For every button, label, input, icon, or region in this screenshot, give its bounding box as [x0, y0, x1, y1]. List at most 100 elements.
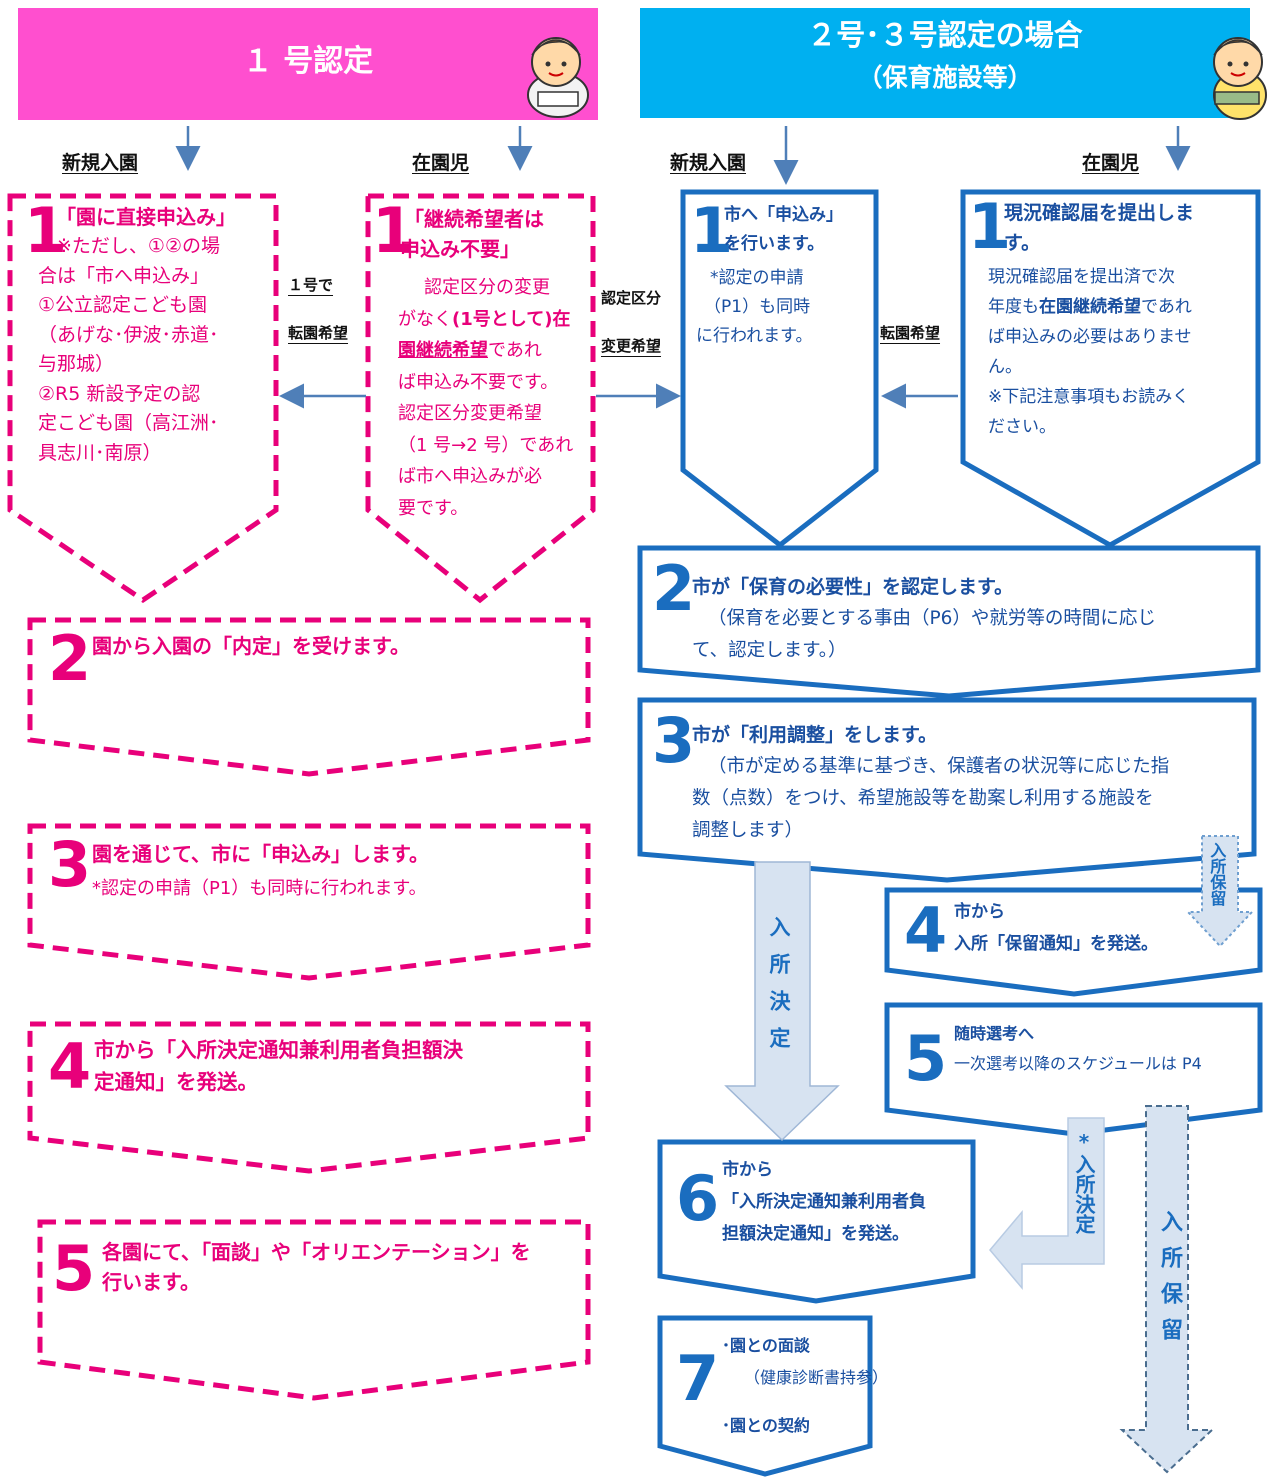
star-decided-arrow [989, 1117, 1105, 1291]
header-right-title: ２号･３号認定の場合 [807, 18, 1083, 52]
left-step1a-line2: 合は「市へ申込み」 [38, 264, 210, 287]
right-step1b-title1: 現況確認届を提出しま [1004, 202, 1195, 224]
connector3: 転園希望 [880, 324, 941, 342]
hold-small-arrow-label: 入所保留 [1207, 842, 1227, 906]
connector2-line1: 認定区分 [601, 289, 662, 307]
left-step4-title2: 定通知」を発送。 [94, 1070, 258, 1094]
header-left-title: １ 号認定 [242, 44, 374, 79]
hold-big-arrow [1119, 1105, 1215, 1474]
left-step1b-p3b: であれ [488, 340, 542, 361]
right-step1b-number: 1 [968, 190, 1012, 263]
left-step3-number: 3 [48, 828, 92, 901]
left-step4-title1: 市から「入所決定通知兼利用者負担額決 [94, 1038, 463, 1062]
left-step1b-p2b: (1号として)在 [452, 308, 571, 330]
left-step1b-p7: ば市へ申込みが必 [398, 466, 542, 487]
left-step1b-title1: 「継続希望者は [404, 207, 544, 231]
left-step5-number: 5 [52, 1232, 96, 1305]
right-step5-number: 5 [904, 1022, 948, 1095]
right-step3-l1: （市が定める基準に基づき、保護者の状況等に応じた指 [708, 756, 1170, 777]
left-step1a-line3: ①公立認定こども園 [38, 294, 208, 316]
left-step1b-p8: 要です。 [398, 497, 469, 519]
label-enrolled-left: 在園児 [412, 152, 470, 174]
right-step1b-l1: 現況確認届を提出済で次 [988, 267, 1175, 287]
left-step4-box [27, 1021, 591, 1174]
right-step6-title2: 「入所決定通知兼利用者負 [722, 1192, 926, 1212]
right-step7-number: 7 [676, 1342, 720, 1415]
decided-arrow [724, 861, 840, 1142]
left-step1b-box [365, 193, 596, 604]
right-step5-title: 随時選考へ [954, 1024, 1035, 1043]
right-step1b-box [960, 189, 1261, 548]
right-step7-l1: ･園との面談 [722, 1336, 810, 1355]
right-step2-box [637, 545, 1261, 699]
left-step1a-number: 1 [24, 194, 68, 267]
left-step1b-title2: 申込み不要」 [400, 237, 520, 261]
right-step1b-l3: ば申込みの必要はありませ [988, 327, 1192, 347]
child-accordion-icon [1213, 37, 1267, 120]
left-step1b-p1: 認定区分の変更 [424, 277, 550, 298]
left-step1a-box [7, 193, 279, 604]
right-step2-l1: （保育を必要とする事由（P6）や就労等の時間に応じ [708, 608, 1156, 629]
hold-big-arrow-label: 入所保留 [1157, 1210, 1182, 1354]
decided-arrow-label: 入所決定 [767, 916, 791, 1064]
right-step3-l2: 数（点数）をつけ、希望施設等を勘案し利用する施設を [692, 788, 1154, 809]
right-step7-box [657, 1315, 873, 1477]
right-step1a-number: 1 [690, 194, 734, 267]
right-step1b-l4: ん。 [988, 357, 1022, 377]
right-step7-l2: （健康診断書持参） [744, 1368, 889, 1387]
right-step1b-l6: ださい。 [988, 417, 1056, 437]
header-right-subtitle: （保育施設等） [857, 63, 1033, 92]
right-step1b-title2: す。 [1004, 232, 1041, 254]
header-left-bg [18, 8, 598, 120]
right-step1b-l5: ※下記注意事項もお読みく [988, 387, 1190, 407]
right-step4-number: 4 [904, 894, 948, 967]
left-step5-title2: 行います。 [102, 1270, 200, 1294]
right-step4-title2: 入所「保留通知」を発送。 [954, 934, 1158, 954]
connector1-line2: 転園希望 [288, 324, 349, 342]
connector2-line2: 変更希望 [601, 337, 662, 355]
label-new-left: 新規入園 [62, 152, 139, 174]
right-step1a-title2: を行います。 [724, 234, 825, 254]
right-step1b-body: 現況確認届を提出済で次 年度も在園継続希望であれ ば申込みの必要はありませ ん。… [988, 262, 1250, 442]
left-step5-title1: 各園にて、「面談」や「オリエンテーション」を [102, 1240, 531, 1264]
right-step3-l3: 調整します） [692, 820, 804, 841]
right-step7-l3: ･園との契約 [722, 1416, 810, 1435]
left-step1a-line5: 与那城） [38, 353, 115, 375]
hold-small-arrow [1185, 835, 1255, 948]
right-step1b-l2c: であれ [1141, 297, 1192, 317]
left-step4-number: 4 [48, 1030, 92, 1103]
label-enrolled-right: 在園児 [1082, 152, 1140, 174]
right-step1a-box [680, 189, 879, 549]
right-step6-box [657, 1139, 976, 1304]
star-decided-arrow-label: *入所決定 [1072, 1130, 1096, 1234]
right-step5-note: 一次選考以降のスケジュールは P4 [954, 1054, 1202, 1073]
left-step3-box [27, 823, 591, 981]
right-step6-title3: 担額決定通知」を発送。 [722, 1224, 909, 1244]
left-step1b-body: 認定区分の変更 がなく(1号として)在 園継続希望であれ ば申込み不要です。 認… [398, 272, 590, 524]
right-step6-number: 6 [676, 1162, 720, 1235]
header-arrows [175, 126, 1191, 185]
right-step3-number: 3 [652, 704, 696, 777]
left-step2-box [27, 617, 591, 777]
right-step3-title: 市が「利用調整」をします。 [692, 724, 938, 746]
right-step2-number: 2 [652, 552, 696, 625]
right-step1a-body: *認定の申請 （P1）も同時 に行われます。 [696, 264, 876, 351]
left-step3-title: 園を通じて、市に「申込み」します。 [92, 842, 429, 866]
right-step1a-line1: *認定の申請 [710, 268, 804, 288]
label-new-right: 新規入園 [670, 152, 747, 174]
right-step4-box [884, 887, 1263, 997]
left-step1a-line1: ※ただし、①②の場 [56, 235, 220, 257]
right-step2-title: 市が「保育の必要性」を認定します。 [692, 576, 1014, 598]
left-step5-box [37, 1219, 591, 1401]
left-step1a-line6: ②R5 新設予定の認 [38, 382, 201, 405]
left-step1b-p5: 認定区分変更希望 [398, 403, 542, 424]
right-step3-box [637, 697, 1257, 883]
left-step1b-p3: 園継続希望 [398, 340, 488, 361]
left-step1b-p6: （1 号→2 号）であれ [398, 434, 574, 456]
header-right-bg [640, 8, 1250, 118]
left-step1a-line7: 定こども園（高江洲･ [38, 412, 219, 434]
right-step1a-line3: に行われます。 [696, 326, 813, 346]
left-step1b-p2: がなく [398, 308, 452, 330]
right-step1a-title1: 市へ「申込み」 [724, 205, 843, 225]
left-step1a-line4: （あげな･伊波･赤道･ [38, 323, 219, 346]
